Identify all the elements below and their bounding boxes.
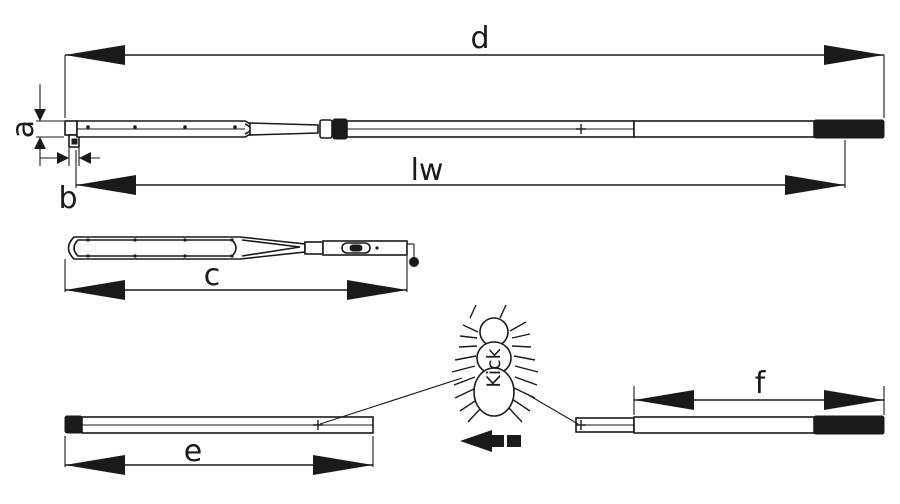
kick-insect-icon: Kick — [451, 304, 539, 423]
wrench-side-view — [64, 118, 885, 148]
label-a: a — [6, 120, 41, 138]
wrench-top-view — [67, 236, 419, 267]
wrench-handle-part — [575, 415, 885, 435]
leader-line-left — [319, 377, 463, 425]
label-e: e — [184, 434, 202, 469]
direction-arrow-left-icon — [460, 430, 521, 452]
wrench-tube-part — [64, 415, 374, 434]
tube-rivets-top — [86, 238, 234, 258]
label-f: f — [755, 366, 767, 401]
tube-rivets — [86, 125, 237, 129]
label-d: d — [470, 21, 489, 56]
kick-label: Kick — [483, 348, 505, 387]
label-b: b — [58, 181, 77, 216]
label-c: c — [204, 258, 221, 293]
label-lw: lw — [411, 153, 444, 188]
